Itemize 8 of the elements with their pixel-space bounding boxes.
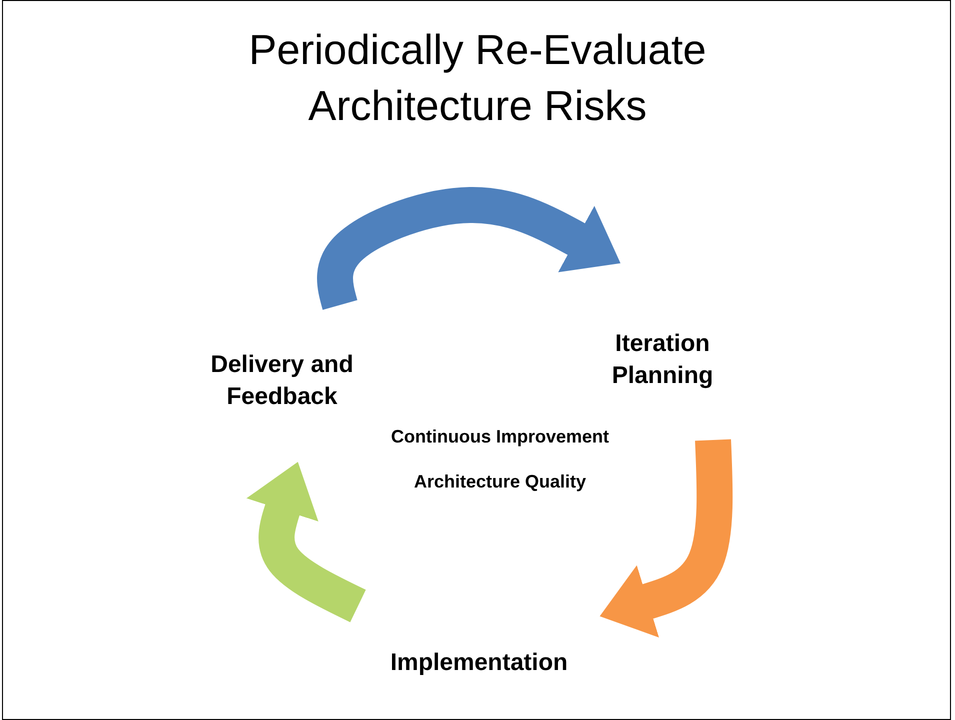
center-caption: Continuous Improvement — [391, 426, 609, 448]
stage-label: Delivery and Feedback — [210, 350, 354, 412]
title: Periodically Re-Evaluate Architecture Risks — [248, 25, 708, 131]
curved-arrow — [600, 439, 733, 638]
center-caption: Architecture Quality — [414, 472, 586, 492]
stage-label: Iteration Planning — [610, 329, 714, 391]
curved-arrow — [246, 462, 366, 622]
stage-label: Implementation — [389, 648, 569, 678]
